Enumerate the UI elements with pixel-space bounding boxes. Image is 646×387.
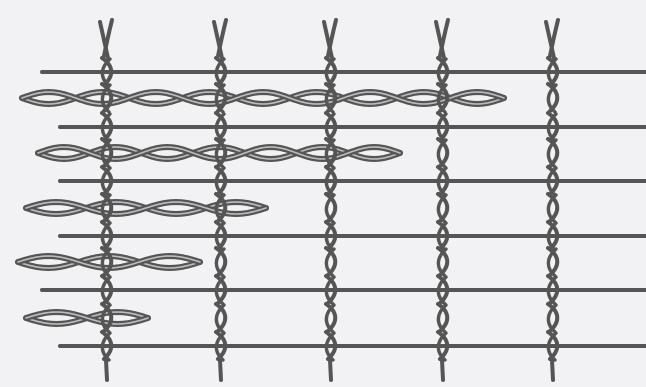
wrap-back-3-10 xyxy=(324,303,336,334)
wrap-back-5-7 xyxy=(546,221,558,252)
vertical-wire-3-tail xyxy=(328,358,333,382)
vertical-wire-4-end-b xyxy=(438,18,450,58)
wrap-back-3-7 xyxy=(324,221,336,252)
wrap-back-2-9 xyxy=(214,275,226,306)
wrap-back-4-2 xyxy=(436,83,448,114)
vertical-wire-3-end-b xyxy=(326,18,338,58)
wrap-back-5-4 xyxy=(546,138,558,169)
wrap-back-3-5 xyxy=(324,166,336,197)
wrap-back-4-3 xyxy=(436,112,448,143)
horizontal-wires xyxy=(40,70,646,348)
wrap-back-3-1 xyxy=(324,57,336,88)
twisted-band-1 xyxy=(19,88,507,108)
vertical-wire-5 xyxy=(544,18,560,382)
wrap-back-2-8 xyxy=(214,247,226,278)
wrap-back-1-10 xyxy=(100,303,112,334)
vertical-wire-2-tail xyxy=(218,358,223,382)
vertical-wire-1 xyxy=(98,18,114,382)
vertical-wire-2-end-b xyxy=(216,18,228,58)
wrap-back-3-8 xyxy=(324,247,336,278)
vertical-wire-5-end-a xyxy=(544,20,556,60)
wrap-back-4-11 xyxy=(436,331,448,362)
wrap-back-2-6 xyxy=(214,193,226,224)
vertical-wire-1-end-a xyxy=(98,20,110,60)
wrap-back-3-3 xyxy=(324,112,336,143)
wrap-back-1-11 xyxy=(100,331,112,362)
wrap-back-1-9 xyxy=(100,275,112,306)
wrap-back-4-1 xyxy=(436,57,448,88)
wrap-back-5-8 xyxy=(546,247,558,278)
wrap-back-2-2 xyxy=(214,83,226,114)
wrap-back-3-6 xyxy=(324,193,336,224)
wrap-back-1-7 xyxy=(100,221,112,252)
wrap-back-5-10 xyxy=(546,303,558,334)
wrap-back-1-6 xyxy=(100,193,112,224)
wrap-back-5-9 xyxy=(546,275,558,306)
wrap-back-4-5 xyxy=(436,166,448,197)
vertical-wire-5-end-b xyxy=(548,18,560,58)
wrap-back-4-7 xyxy=(436,221,448,252)
wrap-back-3-2 xyxy=(324,83,336,114)
twisted-band-5 xyxy=(23,308,151,328)
wrap-back-4-10 xyxy=(436,303,448,334)
wrap-back-2-10 xyxy=(214,303,226,334)
twisted-band-3 xyxy=(23,198,269,218)
wrap-back-3-11 xyxy=(324,331,336,362)
wrap-back-4-4 xyxy=(436,138,448,169)
wrap-back-5-3 xyxy=(546,112,558,143)
wrap-back-2-4 xyxy=(214,138,226,169)
vertical-wire-1-tail xyxy=(104,358,109,382)
vertical-wire-4-tail xyxy=(440,358,445,382)
band-1-strand-1-highlight xyxy=(21,91,505,105)
wrap-back-5-1 xyxy=(546,57,558,88)
wrap-back-5-11 xyxy=(546,331,558,362)
wrap-back-4-9 xyxy=(436,275,448,306)
wrap-back-1-8 xyxy=(100,247,112,278)
wrap-back-2-1 xyxy=(214,57,226,88)
wrap-back-2-3 xyxy=(214,112,226,143)
wrap-back-2-5 xyxy=(214,166,226,197)
wrap-back-1-2 xyxy=(100,83,112,114)
wrap-back-4-8 xyxy=(436,247,448,278)
vertical-wire-5-tail xyxy=(550,358,555,382)
wrap-back-3-4 xyxy=(324,138,336,169)
vertical-wire-2-end-a xyxy=(212,20,224,60)
wrap-back-1-3 xyxy=(100,112,112,143)
wrap-back-1-1 xyxy=(100,57,112,88)
wrap-back-5-5 xyxy=(546,166,558,197)
wrap-back-1-4 xyxy=(100,138,112,169)
wrap-back-5-2 xyxy=(546,83,558,114)
wrap-back-1-5 xyxy=(100,166,112,197)
vertical-wire-4-end-a xyxy=(434,20,446,60)
wrap-back-2-7 xyxy=(214,221,226,252)
vertical-twisted-wires xyxy=(98,18,560,382)
wrap-back-4-6 xyxy=(436,193,448,224)
wrap-back-2-11 xyxy=(214,331,226,362)
wrap-back-3-9 xyxy=(324,275,336,306)
band-5-strand-2-highlight xyxy=(25,311,149,325)
vertical-wire-3 xyxy=(322,18,338,382)
vertical-wire-4 xyxy=(434,18,450,382)
vertical-wire-2 xyxy=(212,18,228,382)
vertical-wire-1-end-b xyxy=(102,18,114,58)
wrap-back-5-6 xyxy=(546,193,558,224)
vertical-wire-3-end-a xyxy=(322,20,334,60)
